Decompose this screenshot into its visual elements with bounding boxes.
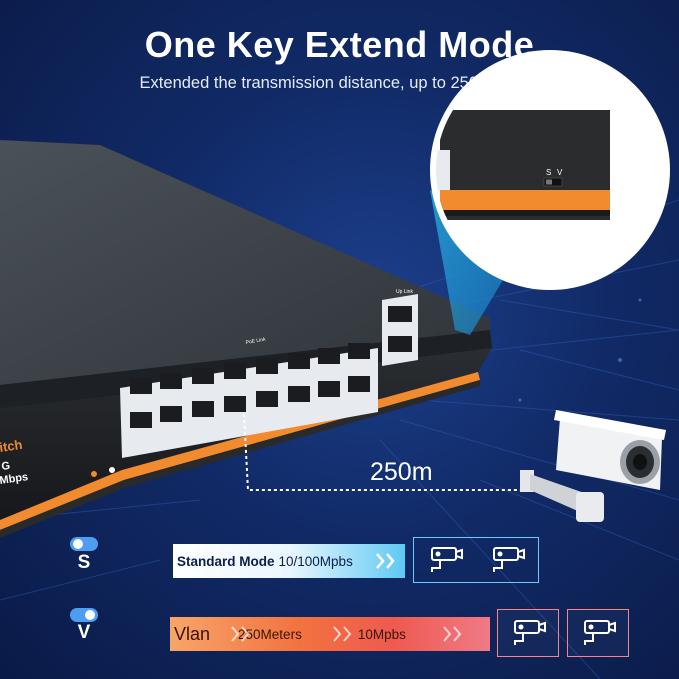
- vlan-mode-name: Vlan: [174, 623, 211, 644]
- toggle-s-icon: [70, 537, 98, 551]
- standard-mode-speed: 10/100Mpbs: [278, 553, 353, 569]
- camera-icon: [431, 547, 463, 572]
- camera-icon: [584, 620, 616, 645]
- vlan-camera-box-2: [567, 609, 629, 657]
- standard-camera-box: [413, 537, 539, 583]
- vlan-mode-bar: Vlan 250Meters 10Mpbs: [170, 617, 490, 651]
- power-led: [91, 471, 97, 477]
- standard-mode-name: Standard Mode: [177, 553, 275, 569]
- spec-fragment-1: G: [1, 460, 11, 473]
- poe-port-block: PoE Link: [120, 336, 378, 458]
- switch-top-face: [0, 140, 490, 385]
- zoom-inset: S V: [430, 50, 670, 290]
- uplink-label: Up Link: [396, 289, 413, 295]
- vlan-camera-box-1: [497, 609, 559, 657]
- distance-label: 250m: [370, 458, 433, 486]
- page-subtitle: Extended the transmission distance, up t…: [139, 74, 540, 92]
- brand-fragment: itch: [0, 437, 23, 455]
- camera-icon: [514, 620, 546, 645]
- ext-led: [109, 467, 115, 473]
- chevron-icon: [443, 626, 462, 642]
- chevron-icon: [376, 553, 395, 569]
- chevron-icon: [333, 626, 352, 642]
- mode-letter-v: V: [77, 622, 91, 643]
- vlan-mode-distance: 250Meters: [238, 626, 302, 642]
- uplink-port-block: Up Link: [382, 289, 418, 366]
- vlan-mode-speed: 10Mpbs: [357, 626, 406, 642]
- cctv-camera: [520, 410, 666, 522]
- toggle-v-icon: [70, 608, 98, 622]
- camera-icon: [493, 547, 525, 572]
- cable-dashed-line: [243, 413, 520, 491]
- inset-switch-v: V: [557, 168, 563, 177]
- page-title: One Key Extend Mode: [144, 24, 535, 65]
- mode-letter-s: S: [77, 552, 91, 573]
- poe-link-label: PoE Link: [245, 336, 266, 345]
- spec-fragment-2: Mbps: [0, 471, 29, 487]
- standard-mode-bar: Standard Mode 10/100Mpbs: [173, 544, 405, 578]
- inset-switch-s: S: [546, 168, 551, 177]
